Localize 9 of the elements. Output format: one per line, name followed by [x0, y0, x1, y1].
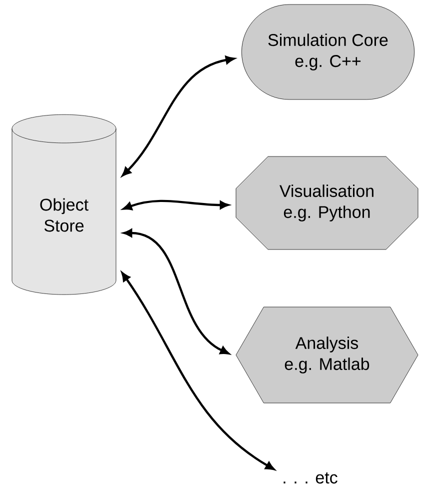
- arrow: [122, 200, 229, 210]
- process-box: Simulation Core e.g. C++: [241, 4, 415, 100]
- octagon-box: Visualisation e.g. Python: [236, 156, 418, 250]
- hexagon-box: Analysis e.g. Matlab: [236, 306, 418, 404]
- arrow: [122, 56, 235, 176]
- arrow: [121, 272, 274, 470]
- database-cylinder: Object Store: [12, 114, 116, 295]
- arrow: [123, 228, 230, 354]
- etc-text: . . . etc: [284, 472, 338, 484]
